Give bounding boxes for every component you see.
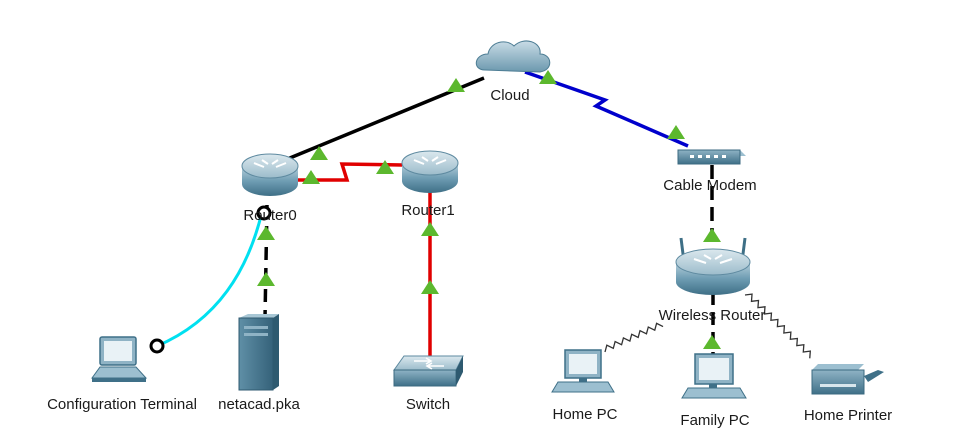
link-up-indicator bbox=[257, 226, 275, 240]
home-printer-label: Home Printer bbox=[804, 407, 892, 424]
server-label: netacad.pka bbox=[218, 396, 300, 413]
home-pc-label: Home PC bbox=[552, 406, 617, 423]
wireless-router-label: Wireless Router bbox=[659, 307, 766, 324]
link-up-indicator bbox=[302, 170, 320, 184]
config-terminal-label: Configuration Terminal bbox=[47, 396, 197, 413]
cloud-label: Cloud bbox=[490, 87, 529, 104]
link-cloud-cable-modem[interactable] bbox=[524, 70, 689, 148]
server-icon[interactable] bbox=[238, 314, 279, 391]
link-up-indicator bbox=[376, 160, 394, 174]
family-pc-label: Family PC bbox=[680, 412, 749, 429]
pc-icon[interactable] bbox=[551, 349, 615, 393]
link-up-indicator bbox=[447, 78, 465, 92]
link-up-indicator bbox=[703, 335, 721, 349]
router0-label: Router0 bbox=[243, 207, 296, 224]
link-up-indicator bbox=[421, 280, 439, 294]
link-up-indicator bbox=[257, 272, 275, 286]
router1-label: Router1 bbox=[401, 202, 454, 219]
link-up-indicator bbox=[310, 146, 328, 160]
router-icon[interactable] bbox=[241, 153, 299, 196]
cable-modem-label: Cable Modem bbox=[663, 177, 756, 194]
link-router0-server[interactable] bbox=[263, 204, 269, 319]
wireless-link-home-printer bbox=[744, 293, 812, 359]
printer-icon[interactable] bbox=[811, 364, 884, 395]
switch-icon[interactable] bbox=[393, 355, 464, 387]
wireless-router-icon[interactable] bbox=[675, 237, 751, 295]
link-router0-config-terminal[interactable] bbox=[156, 211, 264, 348]
link-up-indicator bbox=[703, 228, 721, 242]
router-icon[interactable] bbox=[401, 150, 459, 193]
switch-label: Switch bbox=[406, 396, 450, 413]
laptop-icon[interactable] bbox=[91, 336, 148, 382]
cable-modem-icon[interactable] bbox=[677, 149, 746, 165]
link-up-indicator bbox=[539, 70, 557, 84]
pc-icon[interactable] bbox=[681, 353, 747, 399]
link-up-indicator bbox=[421, 222, 439, 236]
console-port-indicator bbox=[149, 338, 165, 354]
console-port-indicator bbox=[256, 205, 272, 221]
link-up-indicator bbox=[667, 125, 685, 139]
link-router0-router1[interactable] bbox=[290, 162, 403, 182]
wireless-link-home-pc bbox=[604, 322, 664, 353]
link-router0-cloud[interactable] bbox=[267, 76, 485, 169]
cloud-icon[interactable] bbox=[475, 40, 551, 73]
link-status-indicators bbox=[257, 70, 721, 349]
